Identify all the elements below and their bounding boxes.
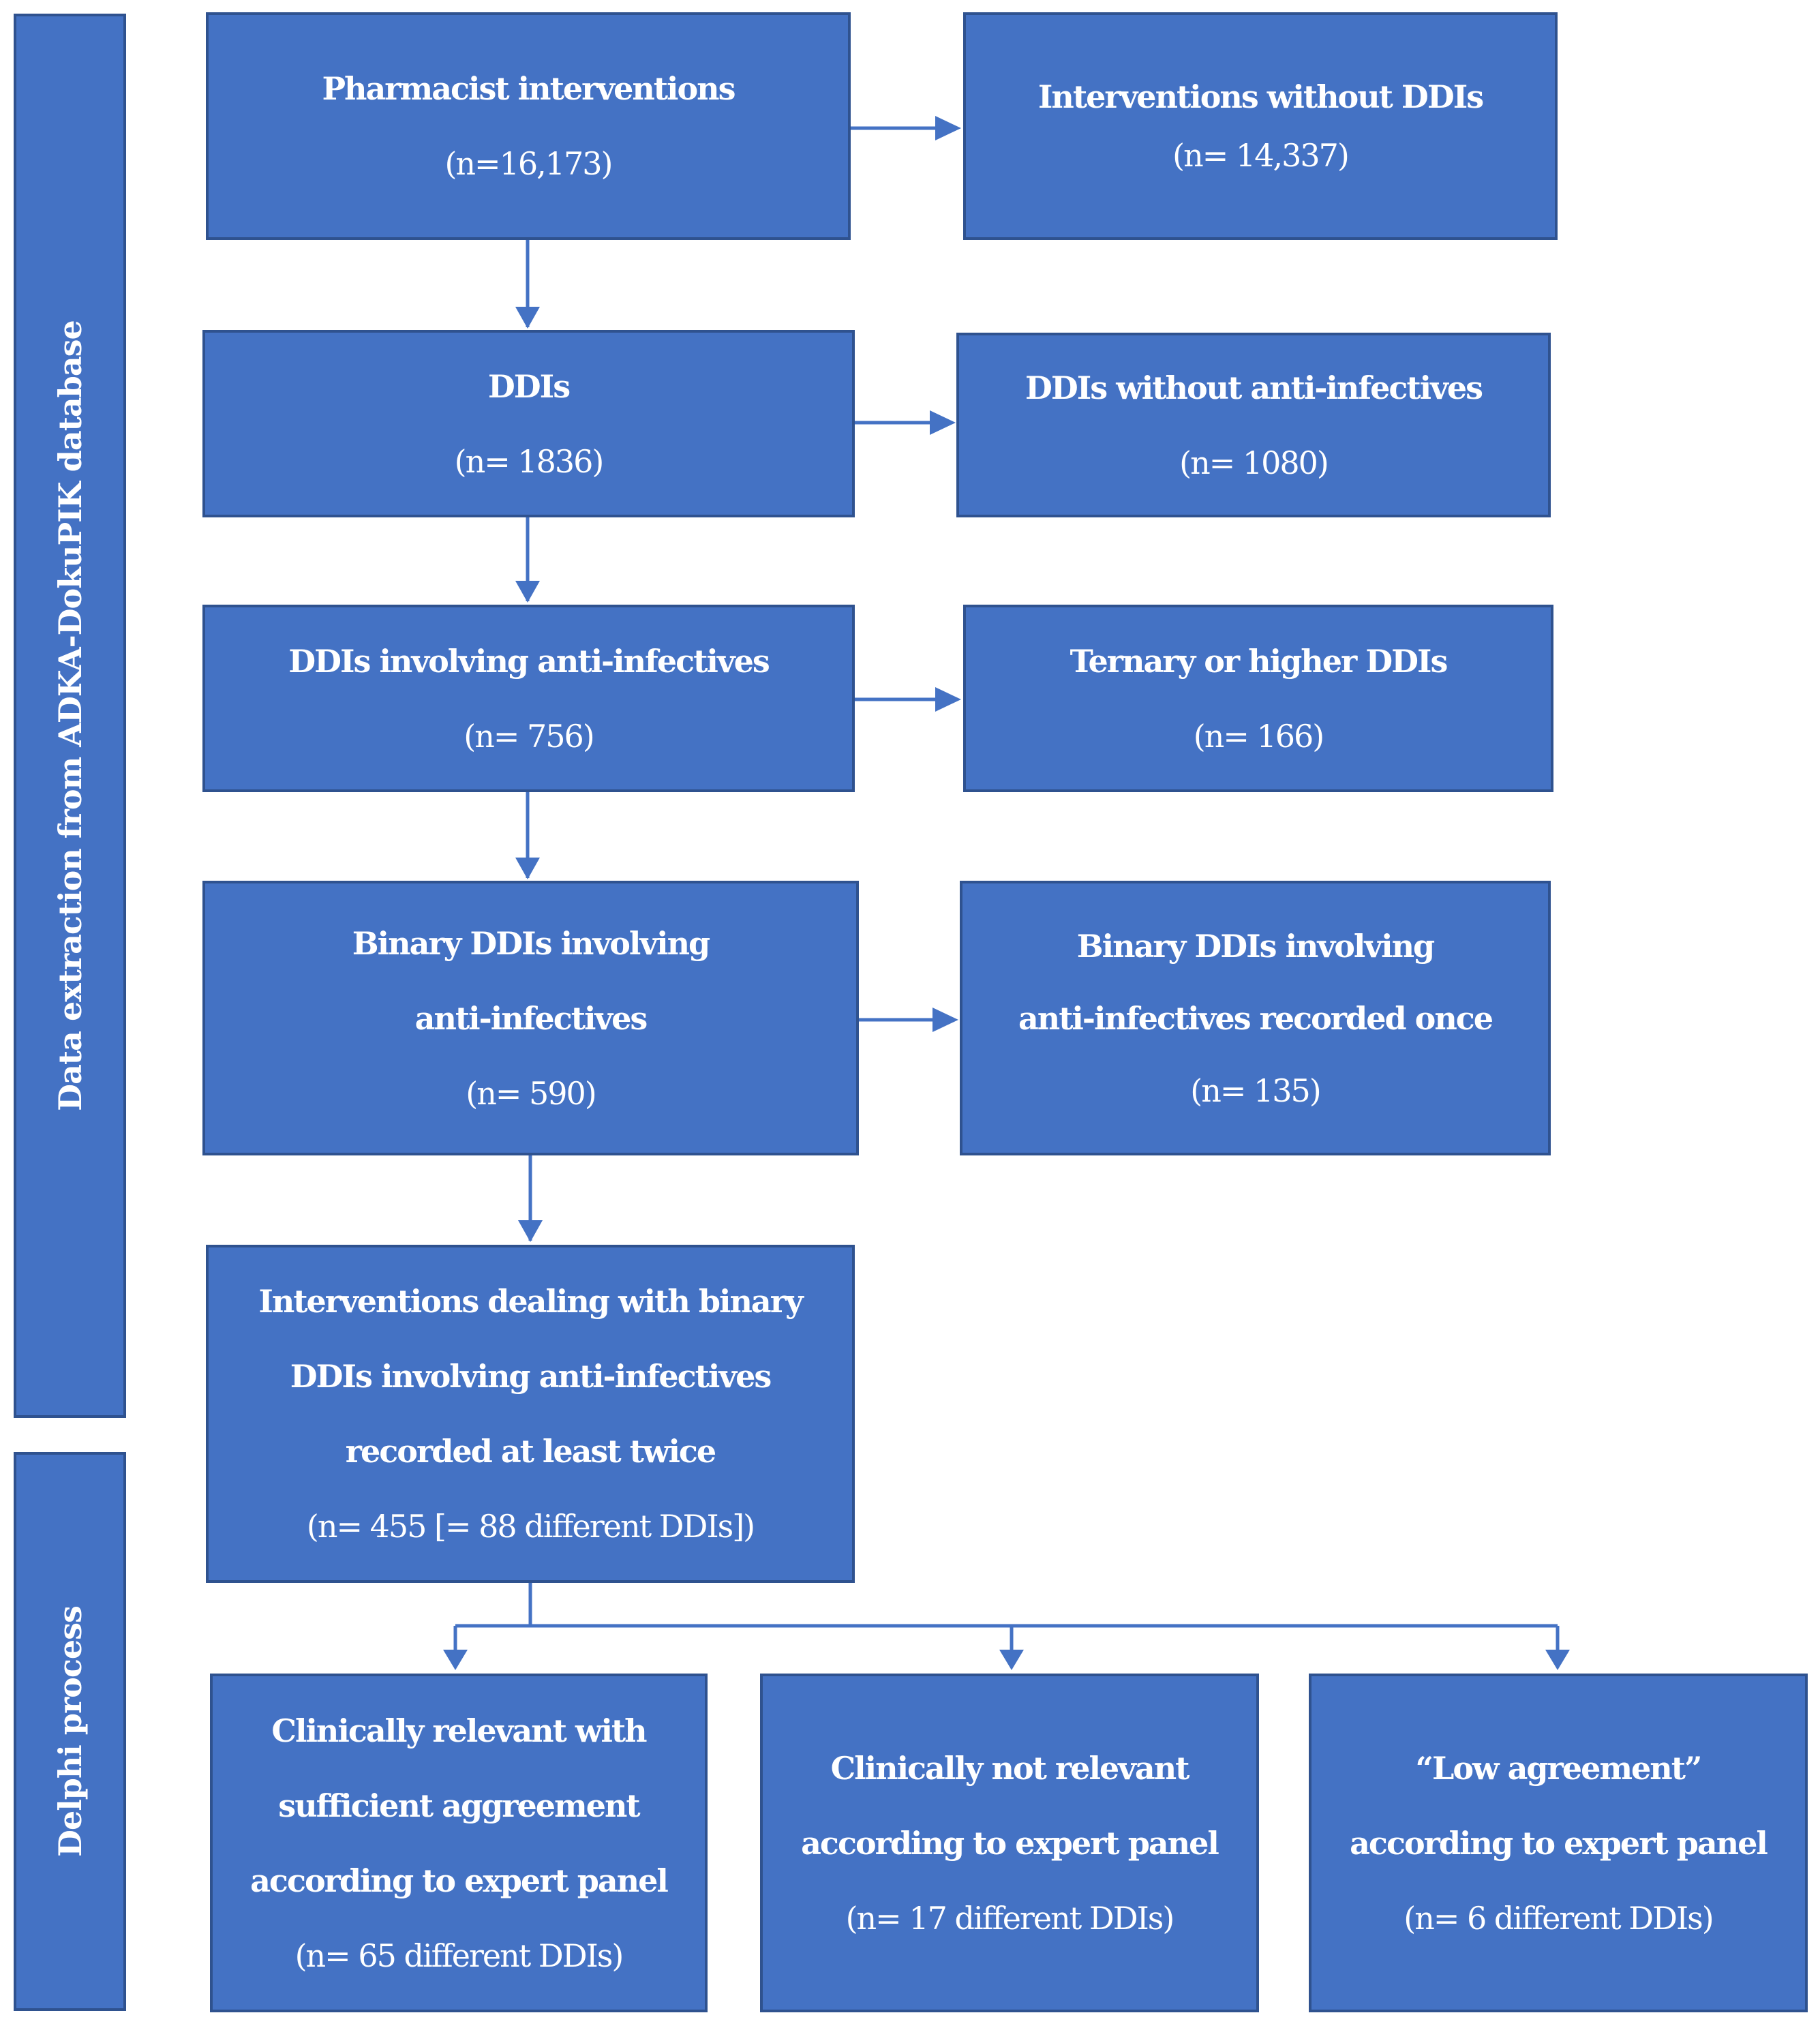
clinically-not-relevant-line2: according to expert panel — [801, 1824, 1219, 1862]
binary-ddis-recorded-once-box: Binary DDIs involving anti-infectives re… — [960, 881, 1551, 1155]
ddis-without-antiinfectives-title: DDIs without anti-infectives — [1025, 369, 1483, 406]
binary-ddis-line1: Binary DDIs involving — [352, 924, 710, 962]
delphi-process-section: Delphi process — [14, 1452, 126, 2011]
ternary-or-higher-ddis-box: Ternary or higher DDIs (n= 166) — [963, 605, 1553, 792]
arrowhead-4 — [518, 1220, 543, 1242]
ddis-involving-antiinfectives-count: (n= 756) — [464, 717, 594, 755]
arrowhead-10 — [999, 1650, 1024, 1670]
ddis-without-antiinfectives-box: DDIs without anti-infectives (n= 1080) — [956, 333, 1551, 517]
clinically-relevant-count: (n= 65 different DDIs) — [294, 1937, 624, 1974]
arrowhead-2 — [515, 581, 540, 603]
ddis-count: (n= 1836) — [454, 442, 605, 480]
arrowhead-8 — [932, 1008, 958, 1032]
binary-ddis-recorded-once-line2: anti-infectives recorded once — [1018, 999, 1493, 1037]
ddis-involving-antiinfectives-title: DDIs involving anti-infectives — [288, 642, 770, 680]
clinically-not-relevant-line1: Clinically not relevant — [830, 1749, 1190, 1787]
recorded-at-least-twice-line1: Interventions dealing with binary — [258, 1283, 803, 1320]
binary-ddis-box: Binary DDIs involving anti-infectives (n… — [202, 881, 859, 1155]
low-agreement-line1: “Low agreement” — [1415, 1749, 1703, 1787]
clinically-relevant-box: Clinically relevant with sufficient aggr… — [210, 1674, 708, 2012]
recorded-at-least-twice-box: Interventions dealing with binary DDIs i… — [206, 1245, 855, 1583]
ddis-box: DDIs (n= 1836) — [202, 330, 855, 517]
ddis-title: DDIs — [487, 367, 571, 405]
ddis-involving-antiinfectives-box: DDIs involving anti-infectives (n= 756) — [202, 605, 855, 792]
arrowhead-9 — [443, 1650, 468, 1670]
binary-ddis-recorded-once-line1: Binary DDIs involving — [1076, 927, 1435, 965]
clinically-relevant-line1: Clinically relevant with — [271, 1712, 647, 1749]
ternary-or-higher-ddis-count: (n= 166) — [1193, 717, 1324, 755]
pharmacist-interventions-box: Pharmacist interventions (n=16,173) — [206, 12, 851, 240]
low-agreement-count: (n= 6 different DDIs) — [1404, 1899, 1714, 1937]
clinically-not-relevant-box: Clinically not relevant according to exp… — [760, 1674, 1259, 2012]
pharmacist-interventions-title: Pharmacist interventions — [322, 70, 735, 107]
recorded-at-least-twice-line3: recorded at least twice — [345, 1433, 716, 1470]
ddis-without-antiinfectives-count: (n= 1080) — [1179, 444, 1329, 481]
binary-ddis-line2: anti-infectives — [414, 999, 648, 1037]
data-extraction-section: Data extraction from ADKA-DokuPIK databa… — [14, 14, 126, 1418]
ternary-or-higher-ddis-title: Ternary or higher DDIs — [1070, 642, 1449, 680]
low-agreement-box: “Low agreement” according to expert pane… — [1309, 1674, 1808, 2012]
binary-ddis-count: (n= 590) — [466, 1074, 596, 1112]
recorded-at-least-twice-line2: DDIs involving anti-infectives — [290, 1358, 772, 1395]
clinically-relevant-line3: according to expert panel — [250, 1862, 669, 1899]
arrowhead-1 — [515, 307, 540, 329]
interventions-without-ddis-title: Interventions without DDIs — [1037, 78, 1484, 115]
arrowhead-6 — [930, 410, 956, 435]
interventions-without-ddis-box: Interventions without DDIs (n= 14,337) — [963, 12, 1558, 240]
clinically-not-relevant-count: (n= 17 different DDIs) — [845, 1899, 1175, 1937]
interventions-without-ddis-count: (n= 14,337) — [1172, 137, 1350, 174]
arrowhead-5 — [935, 116, 961, 140]
arrowhead-11 — [1545, 1650, 1570, 1670]
clinically-relevant-line2: sufficient aggreement — [278, 1787, 640, 1824]
arrowhead-3 — [515, 858, 540, 879]
arrowhead-7 — [935, 687, 961, 712]
binary-ddis-recorded-once-count: (n= 135) — [1190, 1072, 1321, 1109]
pharmacist-interventions-count: (n=16,173) — [444, 145, 613, 182]
low-agreement-line2: according to expert panel — [1350, 1824, 1768, 1862]
recorded-at-least-twice-count: (n= 455 [= 88 different DDIs]) — [306, 1508, 755, 1545]
